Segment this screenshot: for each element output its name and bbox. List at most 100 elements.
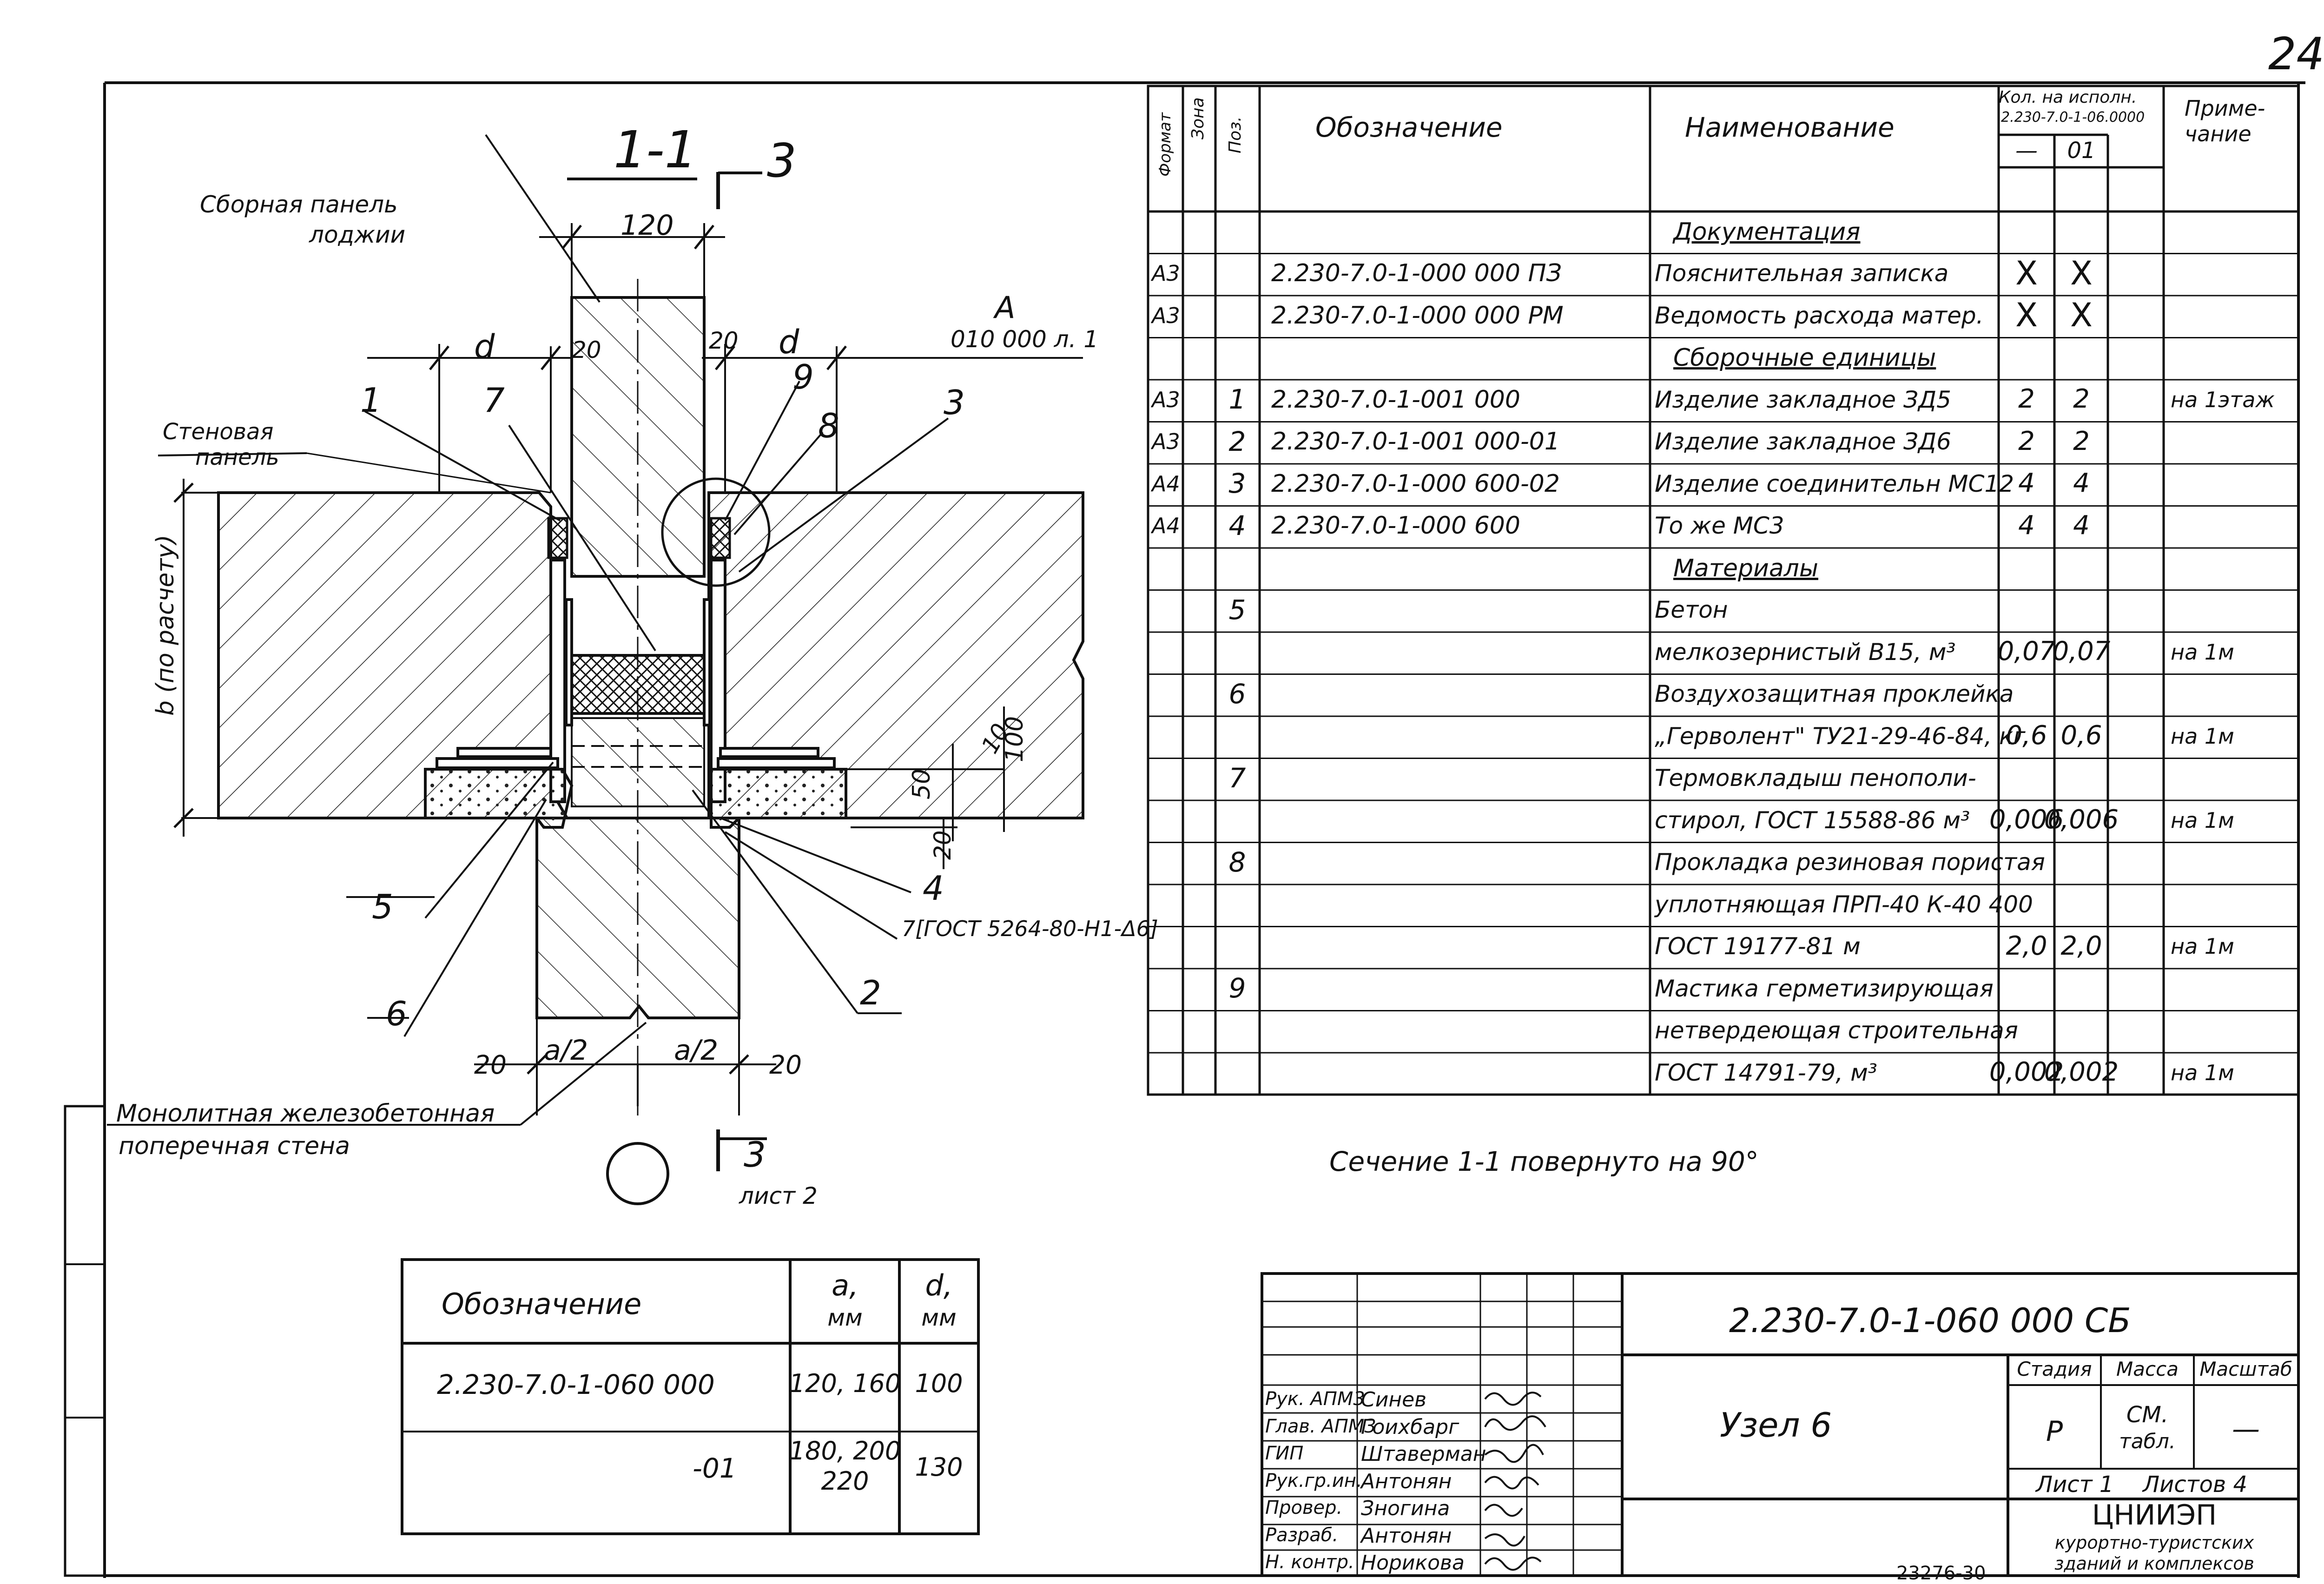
spec-cell-note: на 1м: [2171, 934, 2234, 959]
spec-cell-q2: 2,0: [2060, 931, 2102, 961]
position-9: 9: [792, 357, 814, 396]
signatory-name: Гоихбарг: [1361, 1415, 1459, 1439]
section-title-text: 1-1: [614, 120, 697, 179]
spec-header-qty-1: Кол. на исполн.: [1999, 88, 2137, 107]
spec-cell-q2: 0,006: [2044, 805, 2119, 835]
spec-cell-p: 1: [1228, 383, 1246, 416]
scale-label: Масштаб: [2199, 1358, 2292, 1380]
doc-code: 2.230-7.0-1-060 000 СБ: [1729, 1301, 2131, 1340]
spec-cell-note: на 1этаж: [2171, 387, 2275, 412]
spec-cell-n: Изделие соединительн МС12: [1655, 470, 2014, 497]
signatory-role: Глав. АПМ3: [1265, 1415, 1376, 1437]
detail-a-circle: [661, 477, 771, 587]
spec-cell-q2: X: [2070, 254, 2093, 292]
svg-text:a/2: a/2: [674, 1034, 718, 1067]
spec-cell-q2: 2: [2073, 426, 2090, 456]
spec-cell-d: 2.230-7.0-1-000 000 ПЗ: [1271, 259, 1562, 288]
signatory-role: Провер.: [1265, 1497, 1343, 1518]
spec-cell-n: Воздухозащитная проклейка: [1655, 680, 2014, 708]
spec-cell-d: 2.230-7.0-1-000 600-02: [1271, 469, 1560, 498]
spec-cell-p: 7: [1228, 762, 1246, 794]
position-6: 6: [386, 994, 407, 1033]
spec-cell-q2: X: [2070, 296, 2093, 335]
spec-cell-n: уплотняющая ПРП-40 К-40 400: [1655, 891, 2033, 918]
spec-cell-d: 2.230-7.0-1-000 600: [1271, 512, 1520, 540]
spec-cell-n: „Герволент" ТУ21-29-46-84, кг: [1655, 722, 2026, 750]
spec-cell-note: на 1м: [2171, 723, 2234, 749]
scale-value: —: [2232, 1413, 2260, 1445]
dim-row-2-a-1: 180, 200: [789, 1436, 901, 1465]
position-2: 2: [860, 973, 881, 1012]
section-mark-top: 3: [767, 133, 797, 188]
dim-row-2-d: 130: [915, 1452, 963, 1482]
spec-cell-f: А3: [1152, 261, 1180, 286]
signatures: [1484, 1392, 1546, 1571]
spec-cell-q1: 2: [2018, 426, 2035, 456]
stage-label: Стадия: [2017, 1358, 2092, 1380]
position-1: 1: [360, 381, 382, 420]
svg-text:20: 20: [572, 337, 601, 363]
spec-cell-d: 2.230-7.0-1-000 000 РМ: [1271, 301, 1564, 330]
spec-cell-q1: 2: [2018, 384, 2035, 415]
label-gost-ref: 7[ГОСТ 5264-80-Н1-Δ6]: [902, 916, 1158, 941]
svg-text:b (по расчету): b (по расчету): [152, 535, 179, 716]
label-monolith-1: Монолитная железобетонная: [116, 1100, 495, 1128]
spec-cell-q2: 0,002: [2044, 1057, 2119, 1088]
spec-cell-n: Бетон: [1655, 596, 1728, 624]
svg-text:20: 20: [474, 1050, 507, 1080]
dim-header-d-2: мм: [921, 1304, 957, 1331]
org-name: ЦНИИЭП: [2092, 1499, 2217, 1531]
signatory-name: Антонян: [1361, 1524, 1452, 1548]
svg-text:лист 2: лист 2: [739, 1182, 818, 1209]
spec-header-designation: Обозначение: [1315, 112, 1503, 143]
spec-header-name: Наименование: [1685, 112, 1895, 143]
spec-cell-f: А3: [1152, 387, 1180, 412]
dim-row-2-designation: -01: [693, 1452, 737, 1484]
spec-cell-f: А3: [1152, 303, 1180, 328]
signatory-name: Синев: [1361, 1388, 1427, 1412]
signatory-name: Норикова: [1361, 1551, 1465, 1575]
org-line-3: зданий и комплексов: [2054, 1553, 2254, 1574]
svg-text:20: 20: [769, 1050, 802, 1080]
org-line-2: курортно-туристских: [2054, 1532, 2254, 1553]
spec-cell-f: А4: [1152, 471, 1180, 496]
spec-cell-n: Мастика герметизирующая: [1655, 975, 1994, 1002]
spec-cell-note: на 1м: [2171, 1060, 2234, 1085]
spec-cell-q1: 2,0: [2006, 931, 2047, 961]
svg-text:d: d: [474, 328, 495, 366]
dim-row-2-a-2: 220: [821, 1466, 869, 1496]
signatory-role: Рук.гр.ин.: [1265, 1470, 1362, 1492]
signatory-role: Рук. АПМ3: [1265, 1388, 1365, 1410]
dim-header-a-2: мм: [827, 1304, 863, 1331]
svg-text:3: 3: [744, 1134, 766, 1175]
svg-text:120: 120: [621, 209, 674, 242]
spec-cell-n: Изделие закладное ЗД6: [1655, 428, 1951, 455]
spec-cell-n: ГОСТ 19177-81 м: [1655, 933, 1861, 960]
position-5: 5: [372, 887, 393, 926]
spec-cell-q2: 4: [2073, 510, 2090, 541]
label-detail-a-1: A: [995, 290, 1016, 325]
spec-cell-note: на 1м: [2171, 639, 2234, 665]
spec-cell-n: Документация: [1673, 218, 1861, 246]
sealant-left: [547, 517, 568, 559]
sheet-label: Лист 1: [2036, 1472, 2114, 1498]
spec-cell-n: Изделие закладное ЗД5: [1655, 386, 1951, 413]
spec-cell-n: нетвердеющая строительная: [1655, 1017, 2018, 1044]
spec-cell-n: ГОСТ 14791-79, м³: [1655, 1059, 1877, 1086]
rotation-note: Сечение 1-1 повернуто на 90°: [1329, 1146, 1759, 1177]
spec-header-note-1: Приме-: [2185, 96, 2265, 121]
sheet-number: 24: [2268, 29, 2324, 80]
spec-cell-n: Ведомость расхода матер.: [1655, 302, 1984, 329]
position-7: 7: [483, 381, 505, 420]
spec-cell-p: 4: [1228, 509, 1246, 541]
spec-cell-f: А3: [1152, 429, 1180, 455]
dim-header-a-1: a,: [832, 1268, 858, 1302]
spec-cell-n: Термовкладыш пенополи-: [1655, 765, 1976, 792]
dim-row-1-d: 100: [915, 1369, 963, 1398]
spec-header-qty-01: 01: [2067, 138, 2096, 164]
spec-cell-q1: 0,006: [1989, 805, 2064, 835]
signatory-name: Зногина: [1361, 1497, 1450, 1520]
signatory-role: Разраб.: [1265, 1524, 1339, 1546]
